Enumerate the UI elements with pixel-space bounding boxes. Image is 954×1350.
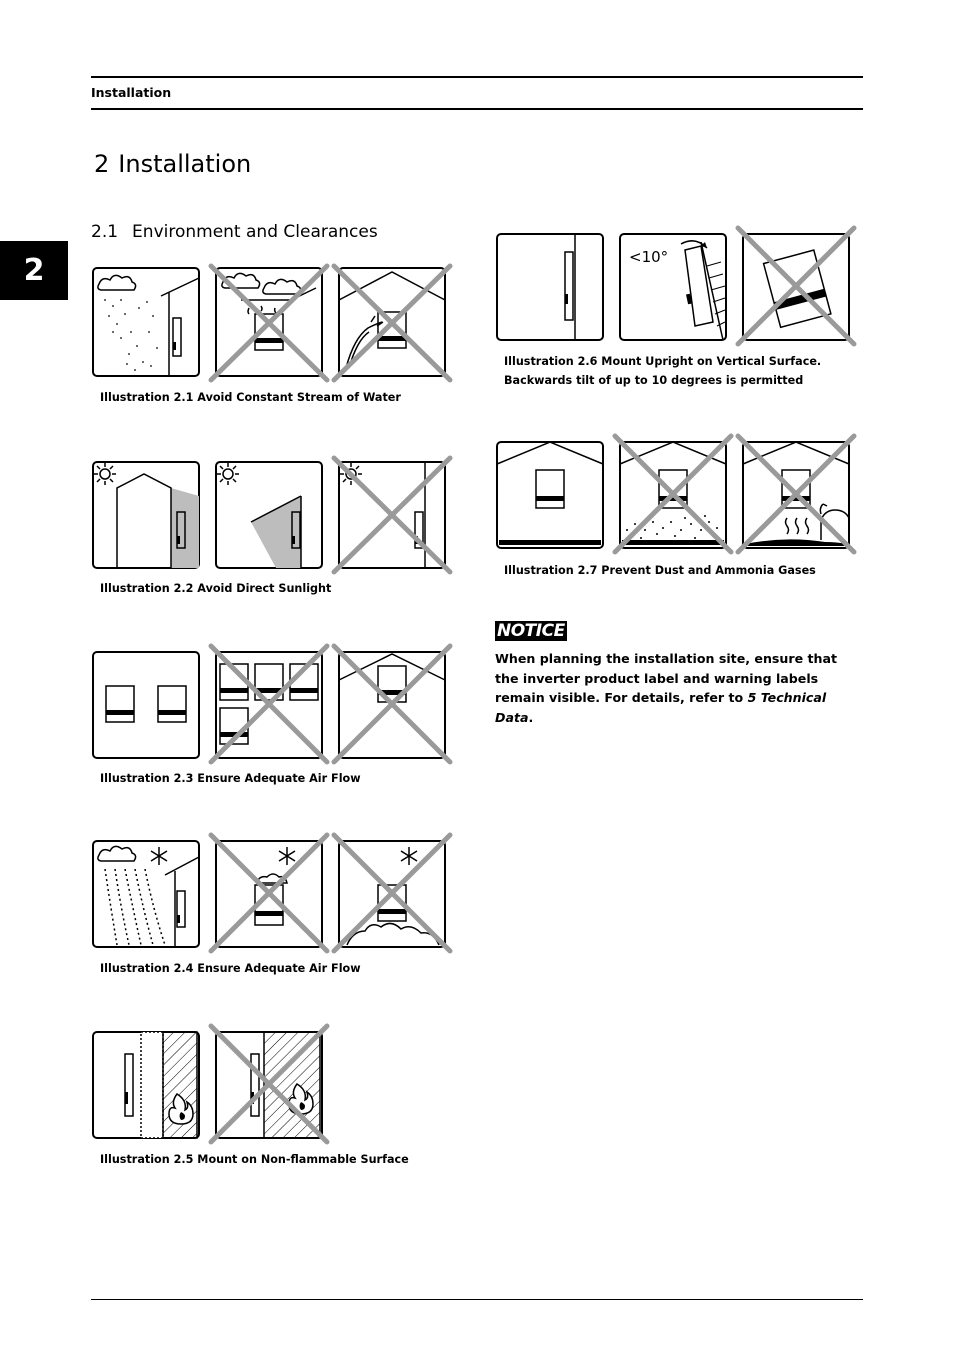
panel-prohibited-2 bbox=[331, 263, 453, 383]
chapter-title: 2 Installation bbox=[94, 150, 251, 178]
panel-prohibited-1 bbox=[612, 433, 734, 555]
caption-2-2: Illustration 2.2 Avoid Direct Sunlight bbox=[100, 582, 332, 595]
illustration-2-2 bbox=[92, 455, 453, 575]
snowflake-icon bbox=[150, 847, 168, 865]
panel-prohibited-1 bbox=[208, 832, 330, 954]
illustration-2-1 bbox=[92, 263, 453, 383]
panel-allowed bbox=[92, 1031, 200, 1139]
panel-prohibited-2 bbox=[331, 832, 453, 954]
panel-prohibited-1 bbox=[208, 643, 330, 765]
section-title: 2.1 Environment and Clearances bbox=[91, 222, 378, 242]
panel-tilted: <10° bbox=[619, 233, 727, 341]
header-top-rule bbox=[91, 76, 863, 78]
panel-allowed-2 bbox=[215, 461, 323, 569]
caption-2-7: Illustration 2.7 Prevent Dust and Ammoni… bbox=[504, 564, 816, 577]
caption-2-5: Illustration 2.5 Mount on Non-flammable … bbox=[100, 1153, 409, 1166]
panel-allowed bbox=[92, 267, 200, 377]
illustration-2-7 bbox=[496, 433, 857, 555]
caption-2-6: Illustration 2.6 Mount Upright on Vertic… bbox=[504, 355, 822, 387]
section-title-text: Environment and Clearances bbox=[132, 222, 378, 242]
notice-end: . bbox=[528, 709, 534, 725]
panel-prohibited-2 bbox=[735, 433, 857, 555]
illustration-2-5 bbox=[92, 1023, 330, 1145]
panel-prohibited bbox=[331, 455, 453, 575]
panel-allowed bbox=[496, 441, 604, 549]
running-header: Installation bbox=[91, 85, 172, 100]
chapter-title-text: Installation bbox=[118, 150, 252, 178]
panel-allowed bbox=[92, 651, 200, 759]
notice-reference-link[interactable]: 5 Technical Data bbox=[495, 690, 827, 725]
chapter-number: 2 bbox=[94, 150, 110, 178]
illustration-2-3 bbox=[92, 643, 453, 765]
notice-body: When planning the installation site, ens… bbox=[495, 651, 838, 705]
panel-allowed bbox=[92, 461, 200, 569]
footer-rule bbox=[91, 1299, 863, 1300]
flame-icon bbox=[168, 1093, 194, 1125]
panel-prohibited bbox=[735, 225, 857, 347]
caption-2-3: Illustration 2.3 Ensure Adequate Air Flo… bbox=[100, 772, 361, 785]
panel-allowed bbox=[92, 840, 200, 948]
caption-2-1: Illustration 2.1 Avoid Constant Stream o… bbox=[100, 391, 401, 404]
panel-allowed bbox=[496, 233, 604, 341]
sun-icon bbox=[94, 463, 116, 485]
notice-text: When planning the installation site, ens… bbox=[495, 649, 863, 727]
caption-2-4: Illustration 2.4 Ensure Adequate Air Flo… bbox=[100, 962, 361, 975]
panel-prohibited-2 bbox=[331, 643, 453, 765]
panel-prohibited bbox=[208, 1023, 330, 1145]
rain-cloud-icon bbox=[97, 274, 158, 371]
chapter-side-tab: 2 bbox=[0, 241, 68, 300]
notice-badge: NOTICE bbox=[495, 621, 567, 641]
header-bottom-rule bbox=[91, 108, 863, 110]
illustration-2-4 bbox=[92, 832, 453, 954]
tilt-label: <10° bbox=[629, 248, 668, 266]
panel-prohibited-1 bbox=[208, 263, 330, 383]
section-number: 2.1 bbox=[91, 222, 119, 242]
illustration-2-6: <10° bbox=[496, 225, 857, 347]
